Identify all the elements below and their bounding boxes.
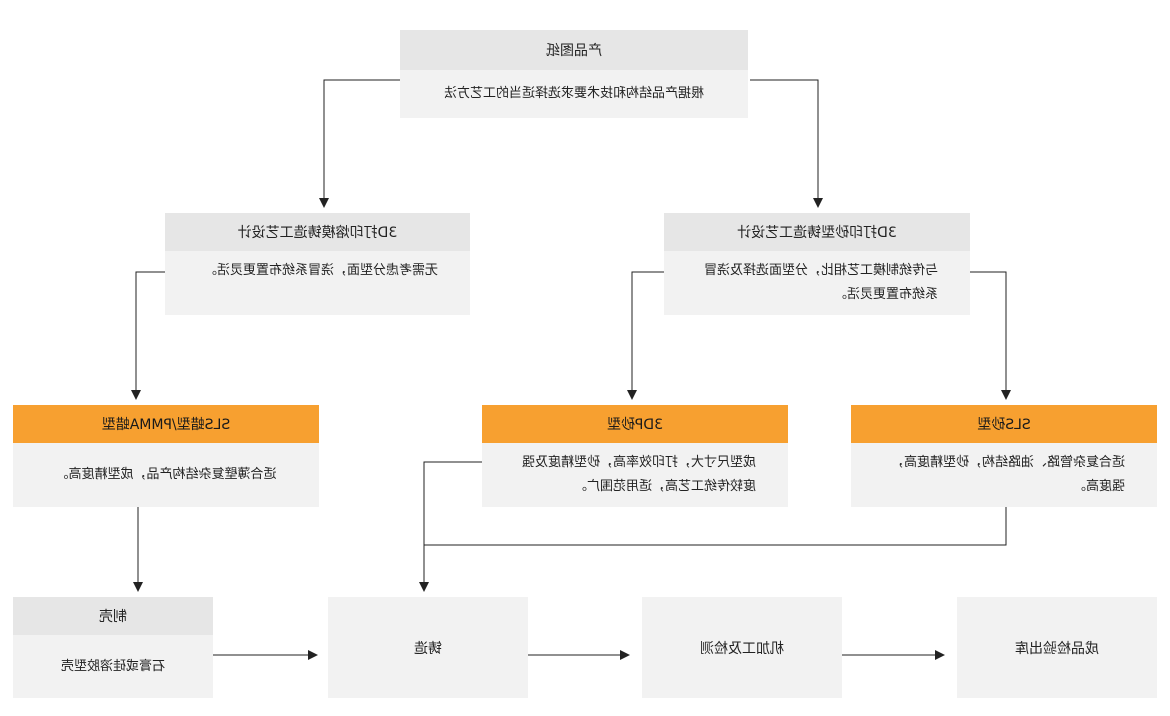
- node-sls-wax-pattern: SLS蜡型/PMMA蜡型 适合薄壁复杂结构产品，成型精度高。: [13, 405, 319, 507]
- node-product-drawing-title: 产品图纸: [400, 30, 748, 70]
- connector-sls-sand-to-casting: [424, 507, 1007, 546]
- node-sand-casting-design-title: 3D打印砂型铸造工艺设计: [664, 213, 970, 251]
- node-3dp-sand-mold: 3DP砂型 成型尺寸大，打印效率高，砂型精度及强度较传统工艺高，适用范围广。: [482, 405, 788, 507]
- node-investment-casting-design-desc: 无需考虑分型面，浇冒系统布置更灵活。: [165, 251, 470, 315]
- node-shell-making-desc: 石膏或硅溶胶型壳: [13, 635, 213, 698]
- connector-drawing-to-sand-design: [750, 79, 823, 208]
- connector-sand-design-to-sls-sand: [970, 271, 1011, 400]
- node-sand-casting-design: 3D打印砂型铸造工艺设计 与传统制模工艺相比，分型面选择及浇冒系统布置更灵活。: [664, 213, 970, 315]
- node-sand-casting-design-desc: 与传统制模工艺相比，分型面选择及浇冒系统布置更灵活。: [664, 251, 970, 315]
- node-final-inspection: 成品检验出库: [957, 597, 1157, 698]
- node-investment-casting-design-title: 3D打印熔模铸造工艺设计: [165, 213, 470, 251]
- node-sls-sand-mold: SLS砂型 适合复杂管路、油路结构，砂型精度高，强度高。: [851, 405, 1157, 507]
- node-machining-inspection: 机加工及检测: [642, 597, 842, 698]
- connector-sand-design-to-3dp-sand: [627, 271, 670, 400]
- node-sls-sand-mold-desc: 适合复杂管路、油路结构，砂型精度高，强度高。: [851, 443, 1157, 507]
- node-product-drawing-desc: 根据产品结构和技术要求选择适当的工艺方法: [400, 70, 748, 118]
- node-3dp-sand-mold-title: 3DP砂型: [482, 405, 788, 443]
- node-sls-wax-pattern-title: SLS蜡型/PMMA蜡型: [13, 405, 319, 443]
- node-investment-casting-design: 3D打印熔模铸造工艺设计 无需考虑分型面，浇冒系统布置更灵活。: [165, 213, 470, 315]
- node-shell-making-title: 制壳: [13, 597, 213, 635]
- node-shell-making: 制壳 石膏或硅溶胶型壳: [13, 597, 213, 698]
- connector-invest-design-to-sls-wax: [131, 271, 165, 400]
- connector-drawing-to-invest-design: [319, 79, 400, 208]
- node-casting: 铸造: [328, 597, 528, 698]
- connector-3dp-sand-to-casting: [419, 461, 482, 592]
- node-sls-wax-pattern-desc: 适合薄壁复杂结构产品，成型精度高。: [13, 443, 319, 507]
- node-sls-sand-mold-title: SLS砂型: [851, 405, 1157, 443]
- node-3dp-sand-mold-desc: 成型尺寸大，打印效率高，砂型精度及强度较传统工艺高，适用范围广。: [482, 443, 788, 507]
- node-product-drawing: 产品图纸 根据产品结构和技术要求选择适当的工艺方法: [400, 30, 748, 118]
